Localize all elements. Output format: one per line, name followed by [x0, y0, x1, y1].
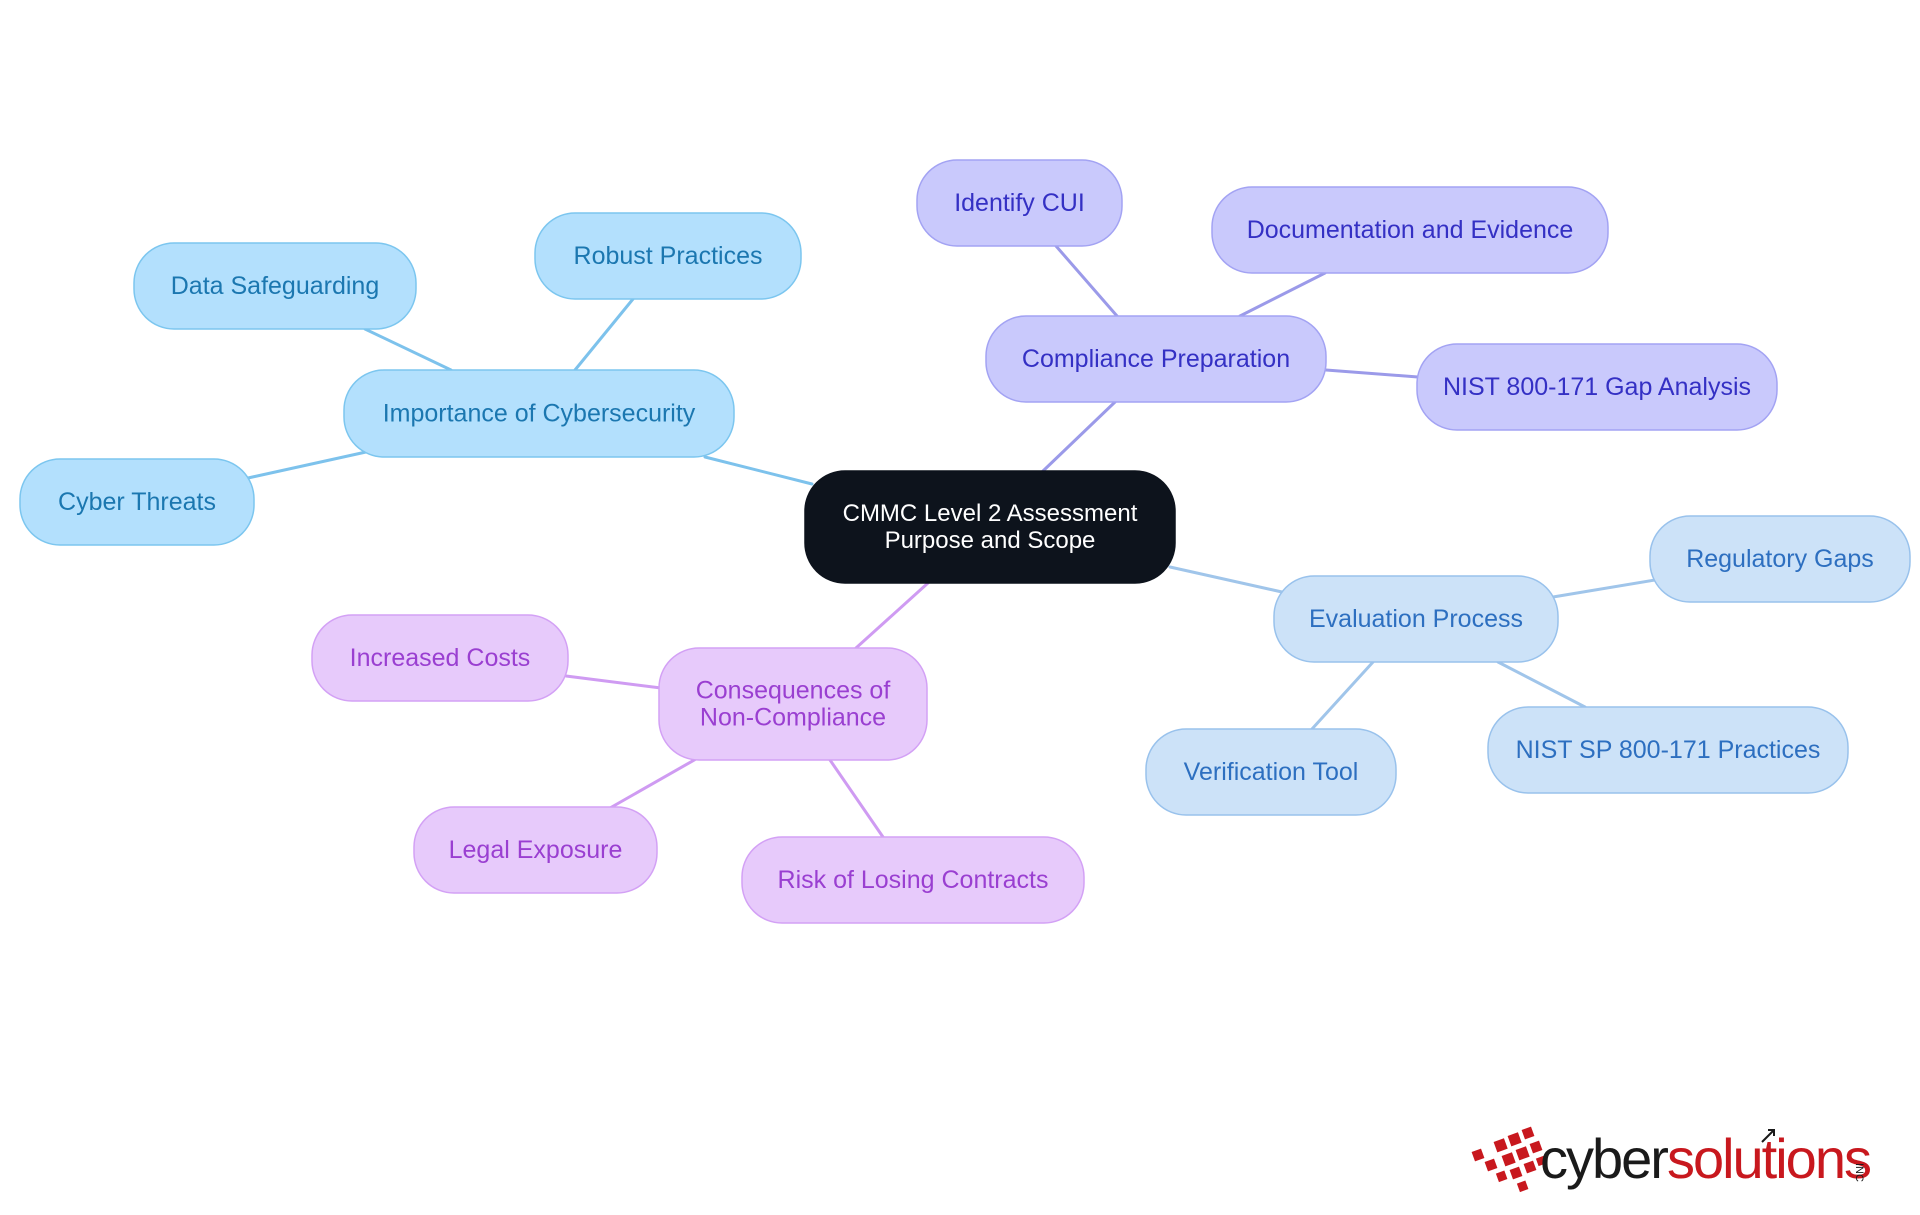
edge-center-to-evaluation	[1168, 565, 1284, 594]
leaf-node-robust-practices-box	[534, 212, 802, 300]
edge-evaluation-to-nist-practices	[1496, 660, 1587, 709]
branch-node-evaluation: Evaluation Process	[1273, 575, 1559, 663]
logo-wordmark: cybersolutions	[1540, 1127, 1870, 1190]
leaf-node-identify-cui: Identify CUI	[916, 159, 1123, 247]
edge-consequences-to-increased-costs	[564, 674, 663, 690]
leaf-node-legal-exposure: Legal Exposure	[413, 806, 658, 894]
edge-center-to-consequences	[854, 581, 930, 650]
leaf-node-cyber-threats-box	[19, 458, 255, 546]
leaf-node-robust-practices: Robust Practices	[534, 212, 802, 300]
branch-node-compliance-label: Compliance Preparation	[1022, 345, 1290, 373]
branch-node-importance: Importance of Cybersecurity	[343, 369, 735, 458]
leaf-node-verification-tool-box	[1145, 728, 1397, 816]
edge-importance-to-data-safeguarding	[363, 327, 453, 372]
branch-node-consequences-label: Non-Compliance	[700, 704, 886, 732]
leaf-node-regulatory-gaps: Regulatory Gaps	[1649, 515, 1911, 603]
leaf-node-cyber-threats: Cyber Threats	[19, 458, 255, 546]
leaf-node-nist-practices-label: NIST SP 800-171 Practices	[1516, 736, 1821, 764]
leaf-node-legal-exposure-label: Legal Exposure	[449, 836, 623, 864]
leaf-node-nist-practices: NIST SP 800-171 Practices	[1487, 706, 1849, 794]
edge-importance-to-cyber-threats	[246, 450, 368, 480]
edge-importance-to-robust-practices	[573, 297, 635, 372]
company-logo: cybersolutions INC	[1471, 1126, 1872, 1193]
edge-evaluation-to-regulatory-gaps	[1551, 578, 1657, 599]
branch-node-evaluation-label: Evaluation Process	[1309, 605, 1523, 633]
leaf-node-data-safeguarding: Data Safeguarding	[133, 242, 417, 330]
leaf-node-robust-practices-label: Robust Practices	[574, 242, 763, 270]
branch-node-evaluation-box	[1273, 575, 1559, 663]
leaf-node-data-safeguarding-label: Data Safeguarding	[171, 272, 379, 300]
branch-node-consequences-box	[658, 647, 928, 761]
leaf-node-increased-costs-box	[311, 614, 569, 702]
connector-lines	[246, 244, 1657, 839]
branch-node-importance-label: Importance of Cybersecurity	[383, 400, 696, 428]
leaf-node-gap-analysis-label: NIST 800-171 Gap Analysis	[1443, 373, 1751, 401]
leaf-node-documentation: Documentation and Evidence	[1211, 186, 1609, 274]
edge-center-to-compliance	[1041, 400, 1117, 473]
leaf-node-verification-tool-label: Verification Tool	[1184, 758, 1359, 786]
branch-node-importance-box	[343, 369, 735, 458]
leaf-node-regulatory-gaps-box	[1649, 515, 1911, 603]
edge-compliance-to-identify-cui	[1054, 244, 1119, 318]
leaf-node-documentation-box	[1211, 186, 1609, 274]
edge-compliance-to-gap-analysis	[1324, 368, 1420, 379]
leaf-node-identify-cui-label: Identify CUI	[954, 189, 1085, 217]
leaf-node-cyber-threats-label: Cyber Threats	[58, 488, 216, 516]
edge-evaluation-to-verification-tool	[1310, 660, 1375, 731]
leaf-node-identify-cui-box	[916, 159, 1123, 247]
leaf-node-losing-contracts-box	[741, 836, 1085, 924]
logo-wordmark-red: solutions	[1667, 1127, 1870, 1190]
edge-compliance-to-documentation	[1238, 271, 1327, 318]
central-topic-node-label: Purpose and Scope	[885, 527, 1096, 554]
leaf-node-gap-analysis: NIST 800-171 Gap Analysis	[1416, 343, 1778, 431]
edge-consequences-to-losing-contracts	[828, 758, 885, 839]
leaf-node-losing-contracts: Risk of Losing Contracts	[741, 836, 1085, 924]
logo-inc-suffix: INC	[1853, 1163, 1865, 1182]
edge-consequences-to-legal-exposure	[608, 757, 698, 810]
branch-node-consequences-label: Consequences of	[696, 677, 891, 705]
leaf-node-increased-costs: Increased Costs	[311, 614, 569, 702]
branch-node-compliance: Compliance Preparation	[985, 315, 1327, 403]
leaf-node-increased-costs-label: Increased Costs	[350, 644, 531, 672]
central-topic-node-box	[804, 470, 1176, 584]
leaf-node-losing-contracts-label: Risk of Losing Contracts	[778, 866, 1049, 894]
edge-center-to-importance	[703, 455, 814, 486]
logo-wordmark-dark: cyber	[1540, 1127, 1668, 1190]
leaf-node-verification-tool: Verification Tool	[1145, 728, 1397, 816]
logo-mark-icon	[1471, 1126, 1547, 1193]
leaf-node-documentation-label: Documentation and Evidence	[1247, 216, 1574, 244]
central-topic-node-label: CMMC Level 2 Assessment	[843, 500, 1138, 527]
leaf-node-regulatory-gaps-label: Regulatory Gaps	[1686, 545, 1874, 573]
branch-node-compliance-box	[985, 315, 1327, 403]
leaf-node-nist-practices-box	[1487, 706, 1849, 794]
leaf-node-legal-exposure-box	[413, 806, 658, 894]
leaf-node-gap-analysis-box	[1416, 343, 1778, 431]
leaf-node-data-safeguarding-box	[133, 242, 417, 330]
